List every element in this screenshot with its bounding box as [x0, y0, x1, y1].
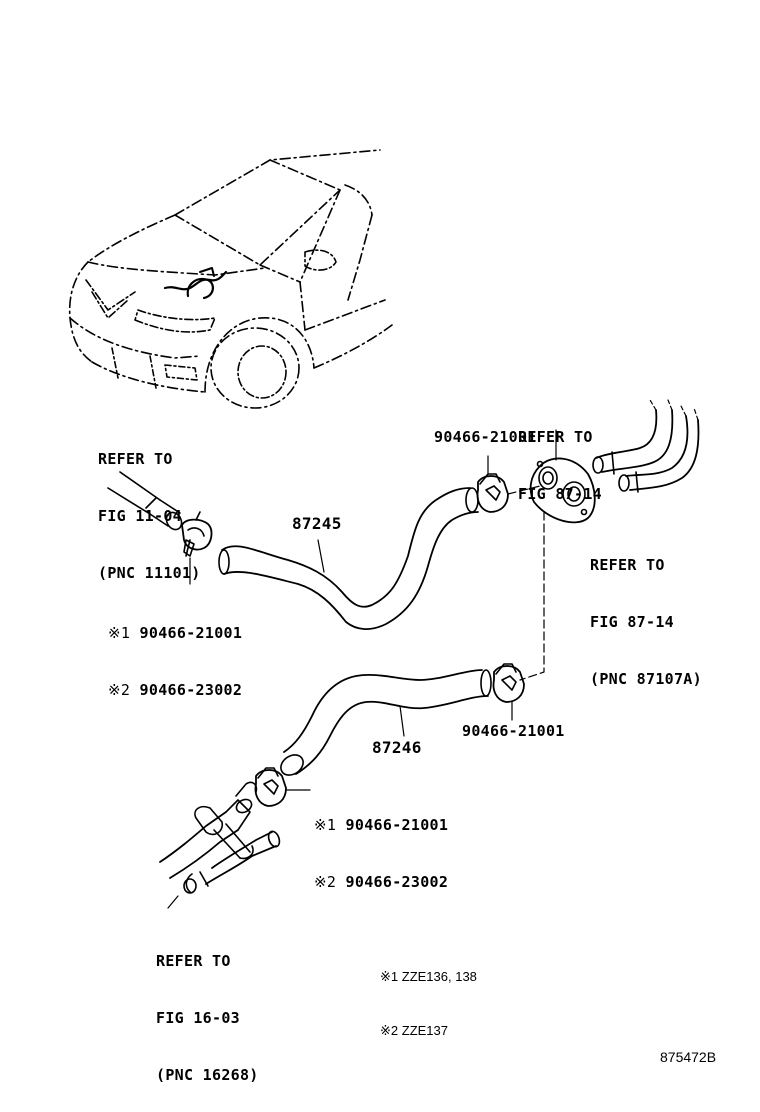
- ref-engine-pipe: REFER TO FIG 11-04 (PNC 11101): [98, 412, 201, 621]
- ref-engine-pipe-line2: FIG 11-04: [98, 507, 182, 525]
- ref-engine-pipe-line1: REFER TO: [98, 450, 173, 468]
- part-clamp-upper-right[interactable]: 90466-21001: [434, 428, 537, 446]
- ref-water-outlet-line3: (PNC 16268): [156, 1066, 259, 1084]
- footnote-2: ※2 ZZE137: [380, 1023, 448, 1038]
- figure-code: 875472B: [660, 1049, 717, 1065]
- upper-hose-assembly: [107, 399, 700, 681]
- ref-heater-pipe-line2: FIG 87-14: [590, 613, 674, 631]
- vehicle-drawing: [68, 149, 393, 409]
- footnote-1: ※1 ZZE136, 138: [380, 969, 477, 984]
- ref-heater-pipe-line1: REFER TO: [590, 556, 665, 574]
- ref-water-outlet: REFER TO FIG 16-03 (PNC 16268): [156, 914, 259, 1112]
- part-clamp-lower-left: ※1 90466-21001 ※2 90466-23002: [314, 778, 448, 930]
- ref-engine-pipe-line3: (PNC 11101): [98, 564, 201, 582]
- clamp-lower-left-option-2[interactable]: ※2 90466-23002: [314, 873, 449, 891]
- ref-water-outlet-line2: FIG 16-03: [156, 1009, 240, 1027]
- ref-heater-pipe-line3: (PNC 87107A): [590, 670, 702, 688]
- ref-heater-unit: REFER TO FIG 87-14: [518, 390, 602, 542]
- ref-water-outlet-line1: REFER TO: [156, 952, 231, 970]
- lower-hose-assembly: [159, 663, 525, 909]
- ref-heater-unit-line2: FIG 87-14: [518, 485, 602, 503]
- ref-heater-pipe: REFER TO FIG 87-14 (PNC 87107A): [590, 518, 702, 727]
- ref-heater-unit-line1: REFER TO: [518, 428, 593, 446]
- part-clamp-upper-left: ※1 90466-21001 ※2 90466-23002: [108, 586, 242, 738]
- part-clamp-lower-right[interactable]: 90466-21001: [462, 722, 565, 740]
- part-hose-87246[interactable]: 87246: [372, 738, 422, 757]
- part-hose-87245[interactable]: 87245: [292, 514, 342, 533]
- footnotes: ※1 ZZE136, 138 ※2 ZZE137: [380, 932, 477, 1076]
- clamp-upper-left-option-2[interactable]: ※2 90466-23002: [108, 681, 243, 699]
- clamp-upper-left-option-1[interactable]: ※1 90466-21001: [108, 624, 243, 642]
- clamp-lower-left-option-1[interactable]: ※1 90466-21001: [314, 816, 449, 834]
